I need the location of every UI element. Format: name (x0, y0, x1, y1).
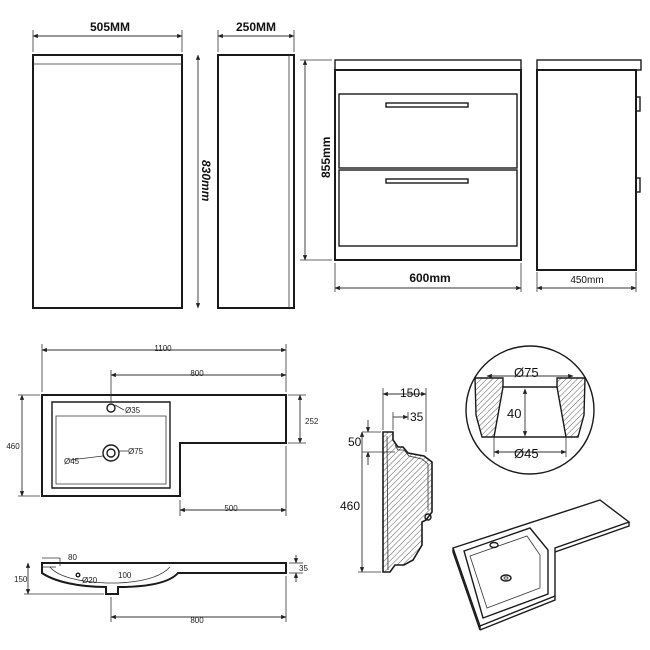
basin-bowl-outer (51, 401, 171, 489)
vanity-side-worktop (536, 59, 642, 71)
cabinet-width-label: 505MM (90, 20, 130, 34)
vanity-side-outline (536, 69, 637, 271)
vanity-body-outline (334, 69, 522, 261)
basin-section: 150 35 50 460 (340, 386, 433, 573)
vanity-height-label: 855mm (319, 137, 333, 178)
basin-right-depth-label: 252 (305, 417, 319, 426)
basin-top-view: 1100 800 460 252 500 Ø35 Ø45 Ø75 (6, 344, 319, 516)
overflow-label: Ø20 (82, 576, 98, 585)
basin-3d-bowl (463, 527, 549, 619)
cabinet-front-view: 505MM 830mm (32, 20, 213, 309)
basin-3d-waste (500, 574, 512, 582)
vanity-depth-label: 450mm (570, 275, 603, 286)
basin-3d-tap-hole (489, 541, 499, 549)
basin-front-rim-label: 35 (299, 564, 308, 573)
waste-outer (102, 444, 120, 462)
basin-section-rim-label: 35 (410, 410, 424, 424)
lower-drawer-handle (385, 178, 469, 184)
basin-section-lip-label: 50 (348, 435, 362, 449)
cabinet-side-outline (217, 54, 295, 309)
vanity-side-view: 450mm (536, 59, 642, 292)
cabinet-height-label: 830mm (199, 160, 213, 202)
vanity-front-view: 855mm 600mm (300, 59, 522, 292)
basin-front-height-label: 150 (14, 575, 28, 584)
waste-inner (106, 448, 116, 458)
basin-depth-label: 460 (6, 442, 20, 451)
basin-top-outline (41, 394, 287, 497)
basin-section-height-label: 460 (340, 499, 360, 513)
basin-front-distance-label: 100 (118, 571, 132, 580)
basin-3d-view (452, 499, 631, 631)
basin-right-width-label: 500 (224, 504, 238, 513)
side-handle-upper (635, 96, 641, 112)
basin-bowl-width-label: 800 (190, 369, 204, 378)
waste-detail-bottom-label: Ø45 (514, 446, 539, 461)
vanity-worktop (334, 59, 522, 71)
vanity-width-label: 600mm (409, 271, 450, 285)
basin-section-profile (382, 431, 433, 573)
waste-detail-left-wall (474, 377, 504, 438)
waste-detail-top-label: Ø75 (514, 365, 539, 380)
upper-drawer-handle (385, 102, 469, 108)
basin-front-outline (41, 562, 287, 595)
waste-outer-label: Ø75 (128, 447, 144, 456)
basin-front-width-label: 800 (190, 616, 204, 625)
basin-overall-width-label: 1100 (154, 344, 172, 353)
basin-front-elevation: 80 Ø20 100 150 35 800 (14, 553, 308, 625)
waste-detail-right-wall (556, 377, 586, 438)
basin-front-offset-label: 80 (68, 553, 77, 562)
waste-hole-label: Ø45 (64, 457, 80, 466)
waste-detail-depth-label: 40 (507, 406, 521, 421)
vanity-upper-drawer (338, 93, 518, 169)
cabinet-side-view: 250MM (217, 20, 295, 309)
basin-section-width-label: 150 (400, 386, 420, 400)
cabinet-depth-label: 250MM (236, 20, 276, 34)
vanity-lower-drawer (338, 169, 518, 247)
side-handle-lower (635, 177, 641, 193)
tap-hole-label: Ø35 (125, 406, 141, 415)
waste-detail: Ø75 40 Ø45 (465, 345, 595, 475)
basin-bowl-inner (55, 415, 167, 485)
tap-hole (106, 403, 116, 413)
cabinet-front-outline (32, 54, 183, 309)
waste-detail-circle (465, 345, 595, 475)
